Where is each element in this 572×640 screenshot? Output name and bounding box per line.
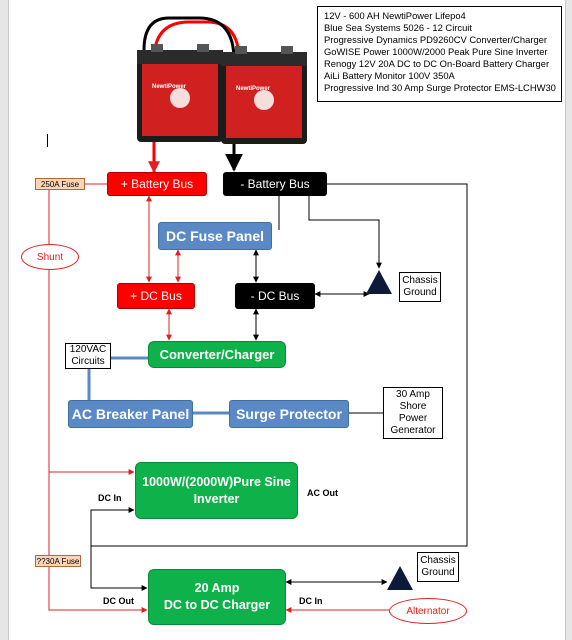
chassis-ground-line: Ground bbox=[421, 567, 455, 578]
legend-line: AiLi Battery Monitor 100V 350A bbox=[324, 70, 455, 81]
wiring-layer bbox=[48, 16, 468, 613]
chassis-ground-2: Chassis Ground bbox=[417, 552, 459, 582]
surge-protector: Surge Protector bbox=[229, 400, 349, 428]
fuse-250a: 250A Fuse bbox=[35, 178, 85, 190]
ac-circuits-box: 120VAC Circuits bbox=[65, 343, 111, 369]
inverter-line: Inverter bbox=[193, 491, 240, 506]
battery-brand-label-2: NewtiPower bbox=[236, 86, 271, 92]
negative-battery-bus: - Battery Bus bbox=[223, 172, 327, 196]
legend-line: 12V - 600 AH NewtiPower Lifepo4 bbox=[324, 10, 466, 21]
chassis-ground-line: Chassis bbox=[402, 275, 438, 286]
battery-negative-cable bbox=[142, 16, 236, 170]
dc-charger-line: DC to DC Charger bbox=[163, 598, 271, 612]
diagram-page: NewtiPower NewtiPower 12V - 600 AH Newti… bbox=[8, 0, 566, 640]
legend-line: Progressive Dynamics PD9260CV Converter/… bbox=[324, 34, 548, 45]
battery-2 bbox=[221, 46, 307, 144]
ac-circuits-line: Circuits bbox=[71, 356, 105, 367]
inverter-line: 1000W/(2000W)Pure Sine bbox=[142, 474, 291, 489]
inverter-dc-in-label: DC In bbox=[98, 493, 122, 503]
pure-sine-inverter: 1000W/(2000W)Pure Sine Inverter bbox=[135, 462, 298, 519]
chassis-ground-1: Chassis Ground bbox=[399, 272, 441, 302]
battery-brand-label-1: NewtiPower bbox=[152, 84, 187, 90]
chassis-ground-line: Ground bbox=[403, 287, 437, 298]
dc-charger-line: 20 Amp bbox=[194, 581, 240, 595]
alternator: Alternator bbox=[389, 598, 467, 624]
charger-dc-in-label: DC In bbox=[299, 596, 323, 606]
chassis-ground-line: Chassis bbox=[420, 555, 456, 566]
positive-battery-bus: + Battery Bus bbox=[107, 172, 207, 196]
text-cursor bbox=[47, 134, 48, 147]
battery-1 bbox=[137, 44, 223, 142]
shore-power-line: Power bbox=[398, 413, 428, 424]
dc-to-dc-charger: 20 Amp DC to DC Charger bbox=[148, 569, 286, 625]
legend-line: Progressive Ind 30 Amp Surge Protector E… bbox=[324, 82, 556, 93]
negative-dc-bus: - DC Bus bbox=[235, 283, 315, 309]
shore-power-line: 30 Amp bbox=[396, 389, 430, 400]
legend-line: Blue Sea Systems 5026 - 12 Circuit bbox=[324, 22, 472, 33]
component-legend: 12V - 600 AH NewtiPower Lifepo4 Blue Sea… bbox=[317, 6, 562, 102]
legend-line: Renogy 12V 20A DC to DC On-Board Battery… bbox=[324, 58, 550, 69]
dc-fuse-panel: DC Fuse Panel bbox=[158, 222, 272, 250]
inverter-ac-out-label: AC Out bbox=[307, 488, 338, 498]
chassis-ground-symbol bbox=[366, 270, 392, 294]
shore-power-line: Shore bbox=[399, 401, 427, 412]
positive-dc-bus: + DC Bus bbox=[117, 283, 195, 309]
legend-line: GoWISE Power 1000W/2000 Peak Pure Sine I… bbox=[324, 46, 548, 57]
converter-charger: Converter/Charger bbox=[148, 341, 286, 368]
charger-dc-out-label: DC Out bbox=[103, 596, 134, 606]
shore-power-generator: 30 Amp Shore Power Generator bbox=[383, 387, 443, 439]
shunt: Shunt bbox=[21, 244, 79, 270]
ac-breaker-panel: AC Breaker Panel bbox=[68, 400, 193, 428]
chassis-ground-symbol-2 bbox=[387, 566, 413, 590]
ac-circuits-line: 120VAC bbox=[69, 344, 107, 355]
shore-power-line: Generator bbox=[390, 425, 436, 436]
fuse-30a: ??30A Fuse bbox=[35, 555, 81, 567]
